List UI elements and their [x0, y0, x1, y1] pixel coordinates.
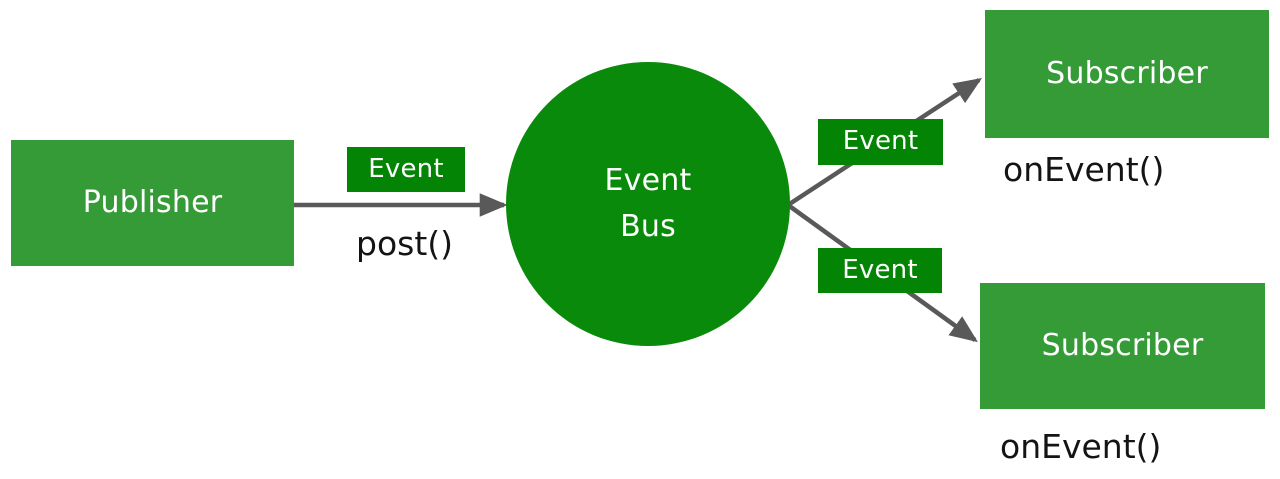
node-subscriber-bottom[interactable]: Subscriber: [980, 283, 1265, 409]
caption-onevent-top: onEvent(): [1003, 150, 1165, 189]
node-event-bus-label-line2: Bus: [620, 209, 676, 244]
node-publisher-label: Publisher: [82, 185, 223, 221]
node-subscriber-top[interactable]: Subscriber: [985, 10, 1269, 138]
node-subscriber-bottom-label: Subscriber: [1041, 328, 1204, 364]
caption-post: post(): [356, 224, 454, 263]
edge-label-event-subscriber-top-text: Event: [842, 126, 919, 157]
node-publisher[interactable]: Publisher: [11, 140, 294, 266]
node-event-bus-label-line1: Event: [604, 163, 692, 199]
edge-label-event-subscriber-bottom: Event: [818, 248, 942, 293]
node-event-bus[interactable]: Event Bus: [506, 62, 790, 346]
edge-label-event-subscriber-top: Event: [818, 119, 943, 165]
node-subscriber-top-label: Subscriber: [1046, 56, 1208, 92]
caption-onevent-bottom: onEvent(): [1000, 427, 1162, 466]
edge-label-event-subscriber-bottom-text: Event: [842, 254, 918, 285]
edge-label-event-post: Event: [347, 147, 465, 192]
edge-label-event-post-text: Event: [368, 153, 444, 184]
